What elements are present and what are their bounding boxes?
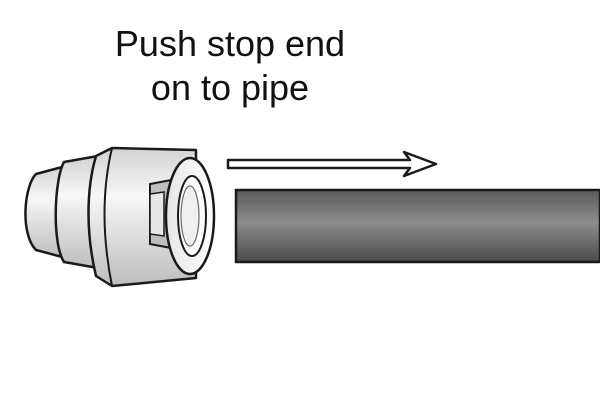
instruction-line-2: on to pipe xyxy=(150,67,310,108)
instruction-line-1: Push stop end xyxy=(114,23,346,64)
pipe xyxy=(234,188,600,264)
right-arrow-icon xyxy=(226,150,438,178)
stop-end-fitting xyxy=(24,146,216,288)
instruction-caption: Push stop end on to pipe xyxy=(60,22,400,110)
